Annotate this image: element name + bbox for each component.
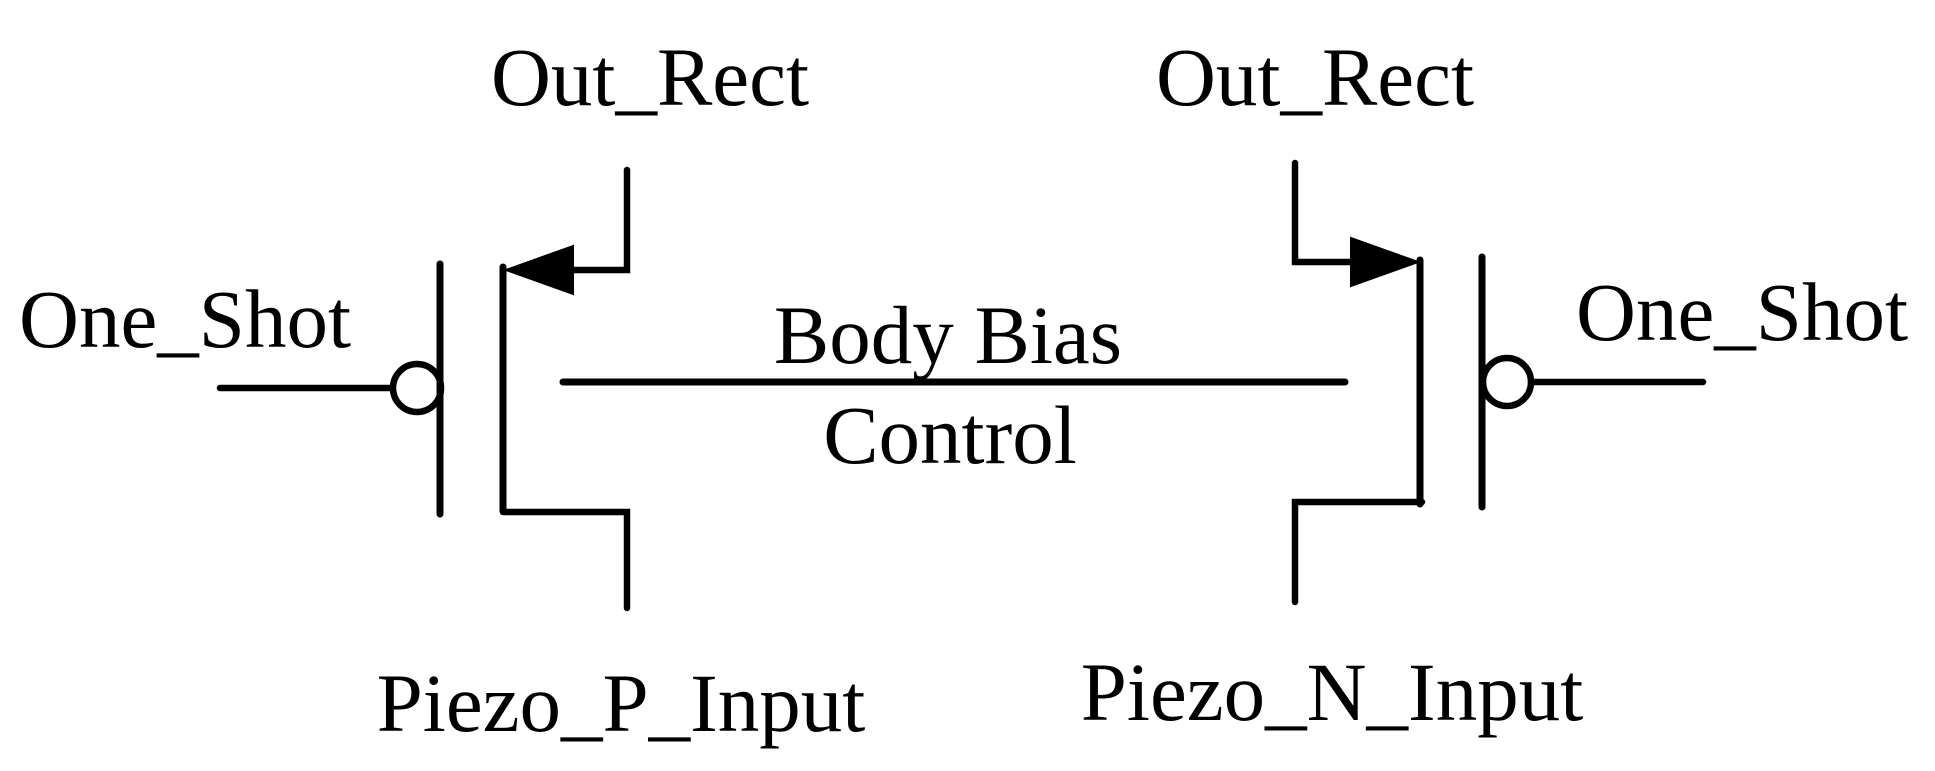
label-out-rect-left: Out_Rect [491, 31, 809, 123]
right-pmos-arrow-icon [1350, 236, 1421, 288]
label-piezo-n-input: Piezo_N_Input [1081, 646, 1584, 738]
left-drain-wire [564, 166, 631, 274]
label-out-rect-right: Out_Rect [1156, 31, 1474, 123]
left-gate-bubble-icon [389, 360, 445, 416]
right-source-wire [1291, 498, 1426, 606]
right-pmos-transistor [1291, 159, 1707, 606]
label-control: Control [823, 389, 1077, 481]
label-piezo-p-input: Piezo_P_Input [377, 657, 866, 749]
left-pmos-arrow-icon [503, 244, 574, 296]
label-body-bias: Body Bias [774, 289, 1122, 381]
left-pmos-transistor [216, 166, 631, 612]
right-drain-wire [1291, 159, 1360, 266]
label-one-shot-left: One_Shot [19, 273, 351, 365]
right-gate-bubble-icon [1479, 354, 1535, 410]
left-source-wire [499, 508, 631, 612]
label-one-shot-right: One_Shot [1576, 266, 1908, 358]
